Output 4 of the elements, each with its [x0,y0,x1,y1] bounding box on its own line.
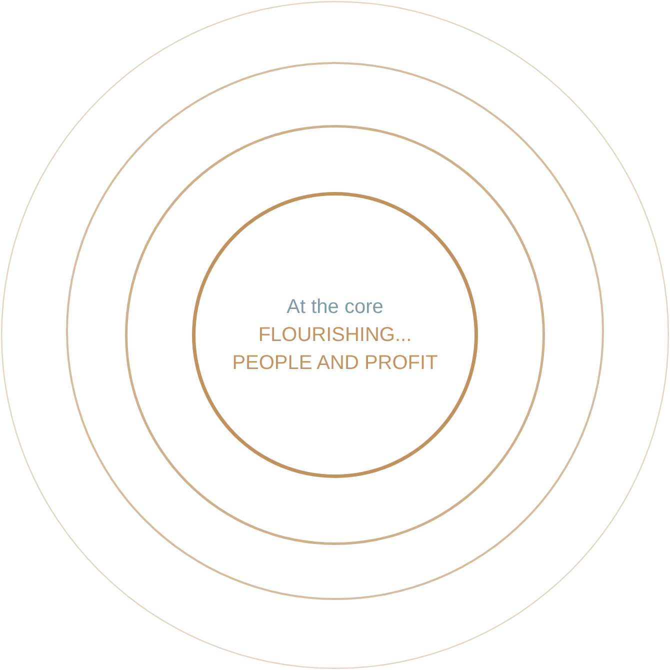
core-statement: FLOURISHING... PEOPLE AND PROFIT [231,323,439,376]
inner-ring [125,125,545,545]
core-heading: At the core [286,295,384,320]
middle-ring [66,62,604,600]
